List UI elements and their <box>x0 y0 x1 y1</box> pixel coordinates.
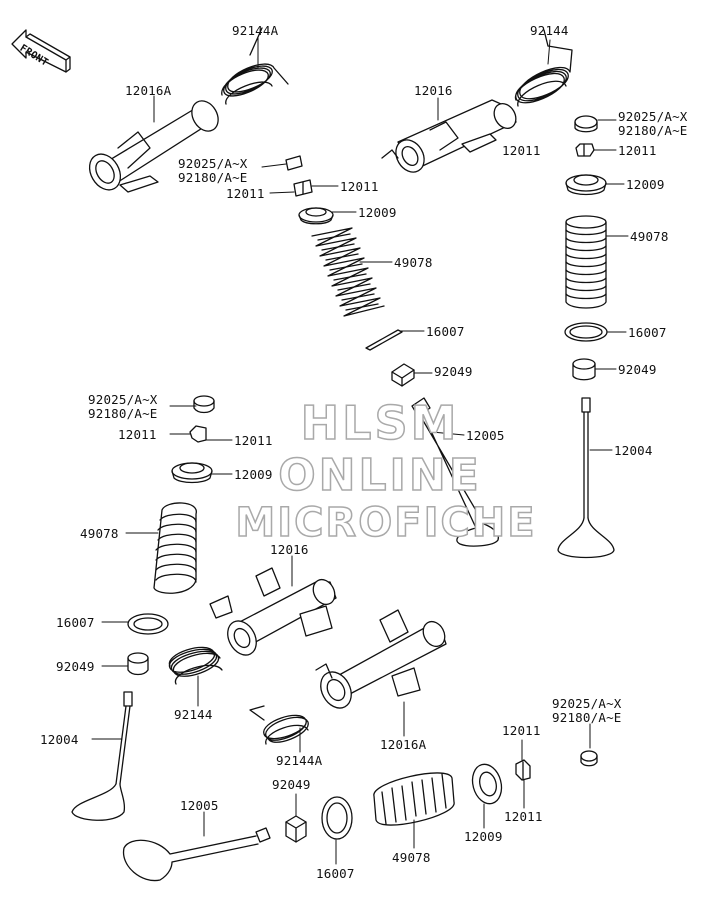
seal-92049-a <box>391 363 415 387</box>
retainer-12009-b <box>565 174 607 196</box>
rocker-arm-12016-top <box>381 99 517 173</box>
part-label-12005-a: 12005 <box>466 428 505 443</box>
part-label-92025-d: 92025/A~X <box>552 696 622 711</box>
part-label-92144A-top: 92144A <box>232 23 279 38</box>
seal-92049-b <box>572 358 596 381</box>
valve-12004-b <box>557 397 615 559</box>
part-label-12005-d: 12005 <box>180 798 219 813</box>
rocker-arm-12016A-mid <box>315 609 447 709</box>
part-label-49078-d: 49078 <box>392 850 431 865</box>
spring-92144-mid <box>169 646 223 685</box>
part-label-92180-b: 92180/A~E <box>618 123 688 138</box>
part-label-12011-a1: 12011 <box>226 186 265 201</box>
part-label-92049-a: 92049 <box>434 364 473 379</box>
part-label-92049-b: 92049 <box>618 362 657 377</box>
part-label-92180-d: 92180/A~E <box>552 710 622 725</box>
part-label-92180-a: 92180/A~E <box>178 170 248 185</box>
watermark-line-1: HLSM <box>300 395 460 451</box>
washer-16007-a <box>365 329 403 351</box>
part-label-16007-b: 16007 <box>628 325 667 340</box>
washer-16007-b <box>564 322 608 342</box>
part-label-12011-d1: 12011 <box>502 723 541 738</box>
part-label-12011-c2: 12011 <box>234 433 273 448</box>
part-label-12011-b1: 12011 <box>502 143 541 158</box>
spring-49078-c <box>153 502 197 594</box>
cotter-b <box>574 115 598 133</box>
part-label-16007-a: 16007 <box>426 324 465 339</box>
retainer-12009-d <box>471 763 503 805</box>
part-label-12004-c: 12004 <box>40 732 79 747</box>
retainer-12009-a <box>298 207 334 225</box>
part-label-12009-c: 12009 <box>234 467 273 482</box>
spring-49078-b <box>565 215 607 309</box>
spring-92144A-mid <box>249 705 309 745</box>
keeper-12011-d <box>515 759 531 781</box>
part-label-49078-b: 49078 <box>630 229 669 244</box>
part-label-12016A-top: 12016A <box>125 83 172 98</box>
watermark-line-2: ONLINE <box>277 449 482 502</box>
seal-92049-c <box>127 652 149 676</box>
valve-12004-c <box>71 691 133 821</box>
part-label-12011-d2: 12011 <box>504 809 543 824</box>
keeper-12011-c <box>189 425 207 443</box>
part-label-12004-b: 12004 <box>614 443 653 458</box>
part-label-12011-a2: 12011 <box>340 179 379 194</box>
spring-49078-d <box>373 772 455 826</box>
part-label-92144-top: 92144 <box>530 23 569 38</box>
valve-12005-d <box>122 827 271 882</box>
part-label-16007-c: 16007 <box>56 615 95 630</box>
leader-lines <box>91 37 629 865</box>
front-arrow-icon <box>11 29 71 73</box>
part-label-92049-d: 92049 <box>272 777 311 792</box>
part-label-92144A-c: 92144A <box>276 753 323 768</box>
part-label-49078-a: 49078 <box>394 255 433 270</box>
part-label-92180-c: 92180/A~E <box>88 406 158 421</box>
washer-16007-d <box>321 796 353 840</box>
part-label-12009-d: 12009 <box>464 829 503 844</box>
seal-92049-d <box>285 815 307 843</box>
part-label-92144-c: 92144 <box>174 707 213 722</box>
part-label-92025-b: 92025/A~X <box>618 109 688 124</box>
part-label-49078-c: 49078 <box>80 526 119 541</box>
part-label-12009-b: 12009 <box>626 177 665 192</box>
spring-92144A-top <box>221 27 289 105</box>
part-label-12016-mid: 12016 <box>270 542 309 557</box>
part-label-92025-a: 92025/A~X <box>178 156 248 171</box>
keeper-12011-b <box>575 143 595 157</box>
washer-16007-c <box>127 613 169 635</box>
part-label-12016A-c: 12016A <box>380 737 427 752</box>
part-label-12009-a: 12009 <box>358 205 397 220</box>
valve-12005-a <box>411 397 500 547</box>
rocker-arm-12016A-top <box>88 100 219 193</box>
rocker-arm-12016-mid <box>209 567 337 656</box>
watermark-line-3: MICROFICHE <box>235 499 537 547</box>
spring-92144-top <box>515 29 573 107</box>
spring-49078-a <box>311 227 385 317</box>
part-label-16007-d: 16007 <box>316 866 355 881</box>
part-label-12011-b2: 12011 <box>618 143 657 158</box>
part-label-12011-c1: 12011 <box>118 427 157 442</box>
cotter-d <box>580 750 598 767</box>
part-label-12016-top: 12016 <box>414 83 453 98</box>
retainer-12009-c <box>171 462 213 484</box>
cotter-keeper-a <box>285 155 313 197</box>
part-label-92049-c: 92049 <box>56 659 95 674</box>
part-label-92025-c: 92025/A~X <box>88 392 158 407</box>
cotter-c <box>193 395 215 414</box>
